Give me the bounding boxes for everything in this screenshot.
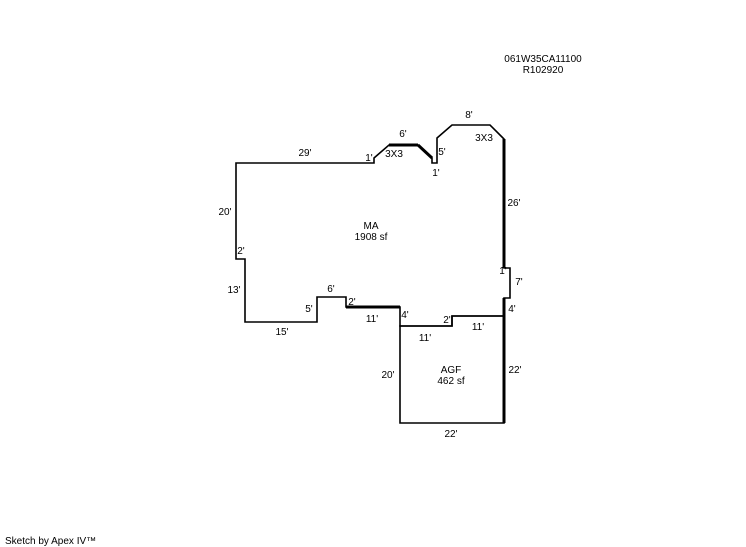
dim-bay1-drop: 1': [432, 168, 440, 179]
agf-size: 462 sf: [437, 376, 464, 387]
dim-bay1-top: 6': [399, 129, 407, 140]
dim-bay1-size: 3X3: [385, 149, 403, 160]
dim-notch-side: 5': [305, 304, 313, 315]
dim-ma-bottom-mid: 11': [366, 314, 378, 325]
dim-agf-top-right: 11': [472, 322, 484, 333]
dim-agf-right: 22': [508, 365, 521, 376]
dim-agf-step: 2': [443, 315, 451, 326]
dim-agf-top-inner: 11': [419, 333, 431, 344]
dim-agf-top-left-vert: 4': [401, 310, 409, 321]
dim-ma-right: 26': [507, 198, 520, 209]
dim-bay2-top: 8': [465, 110, 473, 121]
dim-agf-bottom: 22': [444, 429, 457, 440]
dim-agf-right-upper: 4': [508, 304, 516, 315]
dim-bay2-size: 3X3: [475, 133, 493, 144]
dim-ma-left-jog: 2': [237, 246, 245, 257]
dim-ma-bottom-left: 15': [275, 327, 288, 338]
dim-bay2-left: 5': [438, 147, 446, 158]
parcel-id: 061W35CA11100: [504, 54, 582, 65]
dim-ma-top-step: 1': [365, 153, 373, 164]
dim-agf-left: 20': [381, 370, 394, 381]
sketch-credit: Sketch by Apex IV™: [5, 536, 96, 547]
record-id: R102920: [523, 65, 564, 76]
agf-code: AGF: [441, 365, 462, 376]
dim-ma-left-lower: 13': [227, 285, 240, 296]
ma-size: 1908 sf: [355, 232, 388, 243]
dim-ma-right-lower: 7': [515, 277, 523, 288]
dim-ma-left: 20': [218, 207, 231, 218]
bay1-right-wall: [416, 143, 434, 160]
dim-notch-top: 6': [327, 284, 335, 295]
dim-notch-step: 2': [348, 297, 356, 308]
dim-ma-top: 29': [298, 148, 311, 159]
dim-ma-right-jog: 1': [499, 266, 507, 277]
ma-code: MA: [364, 221, 379, 232]
